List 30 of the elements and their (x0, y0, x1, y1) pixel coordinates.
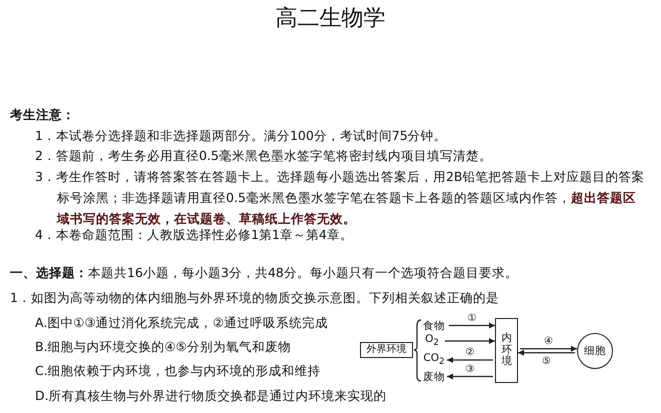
edge-label: ④ (544, 336, 553, 347)
arrow (447, 374, 493, 380)
process-box: 内环境 (495, 318, 518, 383)
instruction-text: 2．答题前，考生务必用直径0.5毫米黑色墨水签字笔将密封线内项目填写清楚。 (35, 147, 492, 165)
node-text: 废物 (421, 370, 447, 383)
node-text: CO$_{2}$ (421, 353, 447, 367)
answer-option: B.细胞与内环境交换的④⑤分别为氧气和废物 (35, 337, 291, 356)
edge-label: ⑤ (542, 356, 551, 367)
page-title: 高二生物学 (274, 4, 386, 32)
arrow (520, 346, 577, 352)
process-box: 外界环境 (360, 342, 413, 358)
answer-option: A.图中①③通过消化系统完成，②通过呼吸系统完成 (35, 313, 328, 332)
instruction-text: 1．本试卷分选择题和非选择题两部分。满分100分，考试时间75分钟。 (35, 127, 447, 145)
answer-option: C.细胞依赖于内环境，也参与内环境的形成和维持 (35, 361, 321, 380)
notice-heading: 考生注意： (10, 106, 75, 124)
answer-option: D.所有真核生物与外界进行物质交换都是通过内环境来实现的 (35, 386, 387, 405)
instruction-text: 3．考生作答时，请将答案答在答题卡上。选择题每小题选出答案后，用2B铅笔把答题卡上对应题目的答案标号涂黑；非选择题请用直径0.5毫米黑色墨水签字笔在答题卡上各题的答题区域内作答，超出答题区域书写的答案无效，在试题卷、草稿纸上作答无效。 (35, 168, 646, 228)
arrow (445, 338, 495, 344)
arrow (449, 322, 495, 328)
cell-circle: 细胞 (577, 333, 613, 369)
node-text: 食物 (421, 319, 447, 332)
arrow (518, 350, 575, 356)
question-text: 1．如图为高等动物的体内细胞与外界环境的物质交换示意图。下列相关叙述正确的是 (10, 289, 499, 307)
arrow (447, 357, 493, 363)
node-text: O$_{2}$ (421, 334, 443, 348)
edge-label: ② (466, 347, 474, 358)
section-heading: 一、选择题：本题共16小题，每小题3分，共48分。每小题只有一个选项符合题目要求。 (10, 264, 518, 282)
instruction-text: 4．本卷命题范围：人教版选择性必修1第1章～第4章。 (35, 226, 353, 244)
edge-label: ③ (466, 364, 474, 374)
edge-label: ① (468, 312, 476, 324)
